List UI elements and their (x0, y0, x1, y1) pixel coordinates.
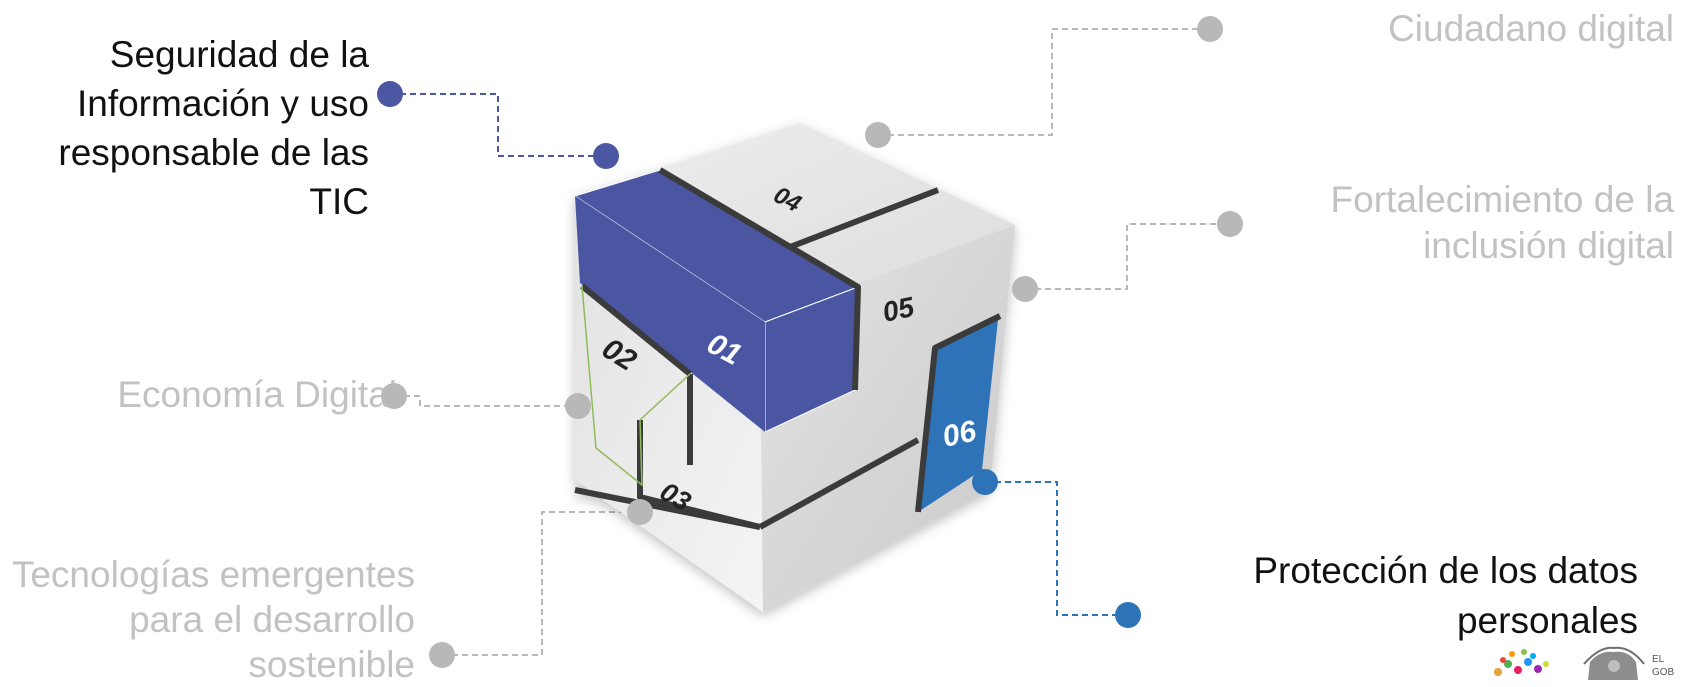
connector-fortalecimiento (1025, 223, 1230, 290)
dot-seguridad-outer (377, 81, 403, 107)
label-fortalecimiento: Fortalecimiento de la inclusión digital (1331, 177, 1674, 269)
label-proteccion: Protección de los datos personales (1253, 546, 1638, 646)
label-line: Fortalecimiento de la (1330, 179, 1674, 220)
block-06-panel (918, 320, 998, 512)
dot-fortalecimiento-outer (1217, 211, 1243, 237)
divider-03 (637, 420, 761, 530)
block-02-outline (581, 285, 691, 487)
label-line: sostenible (248, 644, 415, 685)
label-line: Ciudadano digital (1388, 8, 1674, 49)
divider-right-mid (758, 437, 920, 530)
connector-ciudadano (878, 28, 1210, 136)
dot-fortalecimiento-inner (1012, 276, 1038, 302)
number-05: 05 (880, 291, 917, 328)
dot-economia-inner (565, 393, 591, 419)
connector-proteccion (985, 481, 1128, 616)
label-line: responsable de las (58, 132, 369, 173)
dot-proteccion-inner (972, 469, 998, 495)
logo-colorful-tree (1494, 649, 1549, 676)
label-economia: Economía Digital (117, 370, 397, 419)
connector-tecnologias (442, 511, 640, 656)
dot-ciudadano-inner (865, 122, 891, 148)
label-line: Tecnologías emergentes (11, 554, 415, 595)
logo-coat-of-arms (1583, 646, 1645, 680)
label-line: para el desarrollo (129, 599, 415, 640)
dot-seguridad-inner (593, 143, 619, 169)
connector-economia (394, 395, 578, 407)
logo-text-line: GOB (1652, 667, 1675, 678)
dot-tecnologias-outer (429, 642, 455, 668)
block-01-left (575, 196, 765, 432)
label-tecnologias: Tecnologías emergentes para el desarroll… (12, 552, 415, 687)
logo-text-line: EL (1652, 654, 1665, 665)
label-line: Seguridad de la (109, 34, 369, 75)
divider-05-06 (915, 313, 1002, 513)
label-line: TIC (309, 181, 369, 222)
divider-02-top (580, 283, 692, 377)
label-ciudadano: Ciudadano digital (1388, 4, 1674, 53)
label-line: Economía Digital (117, 374, 397, 415)
divider-04-05 (788, 187, 940, 250)
label-line: inclusión digital (1423, 225, 1674, 266)
cube (573, 123, 1015, 612)
label-line: Protección de los datos (1253, 550, 1638, 591)
connector-seguridad (390, 93, 606, 157)
dot-ciudadano-outer (1197, 16, 1223, 42)
dot-proteccion-outer (1115, 602, 1141, 628)
label-seguridad: Seguridad de la Información y uso respon… (58, 30, 369, 226)
label-line: personales (1456, 600, 1638, 641)
number-06: 06 (940, 415, 980, 454)
dot-economia-outer (381, 383, 407, 409)
divider-04-01 (658, 167, 861, 391)
label-line: Información y uso (76, 83, 369, 124)
cube-top-face (575, 123, 1015, 320)
dot-tecnologias-inner (627, 499, 653, 525)
